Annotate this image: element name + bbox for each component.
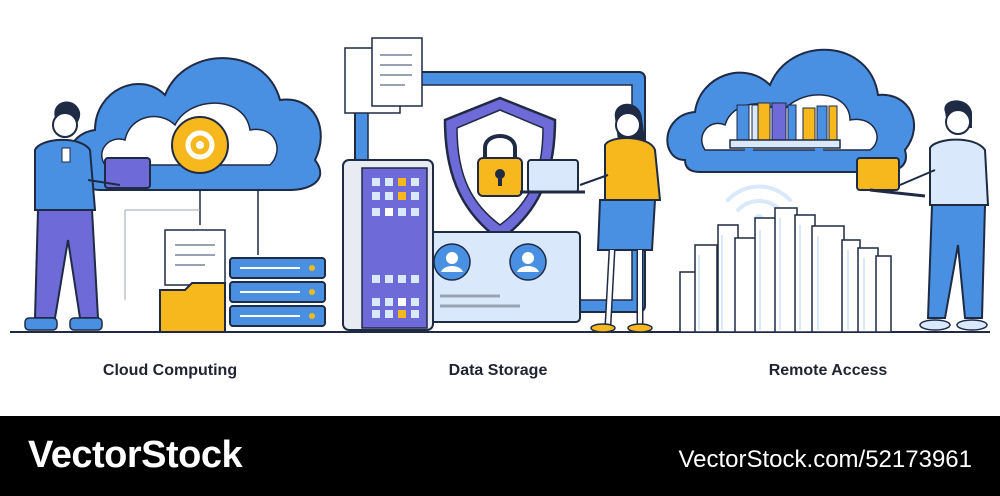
remote-access-illustration (666, 48, 990, 333)
person-with-laptop-right (856, 100, 990, 331)
caption-data-storage: Data Storage (448, 362, 548, 379)
padlock-icon (483, 134, 517, 160)
illustration-scene: Cloud Computing Data Storage Remote Acce… (10, 37, 990, 379)
footer-bar: VectorStock VectorStock.com/52173961 (0, 416, 1000, 496)
vectorstock-logo[interactable]: VectorStock (28, 434, 243, 476)
folder-icon (159, 282, 226, 333)
caption-cloud-computing: Cloud Computing (102, 362, 238, 379)
laptop-icon (104, 157, 151, 189)
person-with-laptop-center (520, 103, 662, 333)
laptop-icon (527, 159, 579, 193)
laptop-icon (856, 157, 900, 191)
data-storage-illustration (342, 37, 662, 333)
city-buildings (679, 207, 892, 333)
cloud-computing-illustration (24, 57, 326, 333)
illustration-svg (10, 37, 990, 333)
caption-remote-access: Remote Access (768, 362, 888, 379)
person-with-laptop-left (24, 101, 151, 331)
document-sheet (164, 229, 226, 286)
books-on-shelf (729, 102, 841, 158)
server-stack (229, 257, 326, 327)
image-reference-link[interactable]: VectorStock.com/52173961 (678, 446, 972, 473)
document-front (371, 37, 423, 107)
